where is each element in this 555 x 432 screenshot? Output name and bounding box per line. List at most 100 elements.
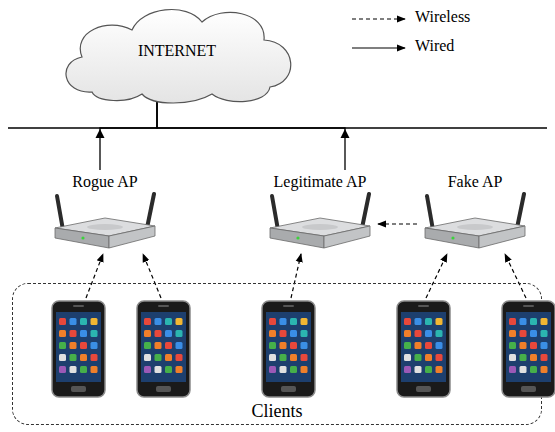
app-icon [509, 366, 516, 373]
phone-screen [141, 312, 186, 382]
app-icon [91, 354, 98, 361]
app-icon [155, 318, 162, 325]
connector [426, 254, 447, 298]
app-icon [91, 342, 98, 349]
app-icon [301, 342, 308, 349]
app-icon [530, 354, 537, 361]
app-icon [165, 330, 172, 337]
app-icon [520, 354, 527, 361]
internet-cloud: INTERNET [52, 2, 302, 106]
app-icon [144, 330, 151, 337]
app-icon [269, 318, 276, 325]
wireless-line [291, 254, 301, 298]
phone-body [262, 301, 315, 397]
app-icon [290, 318, 297, 325]
app-icon [530, 318, 537, 325]
app-icon [415, 330, 422, 337]
app-icon [509, 354, 516, 361]
app-icon [269, 330, 276, 337]
app-icon [176, 354, 183, 361]
app-icon [290, 330, 297, 337]
home-button [521, 386, 536, 392]
app-icon [520, 330, 527, 337]
app-icon [415, 354, 422, 361]
router-front [270, 228, 324, 248]
router-led [451, 236, 454, 239]
connector [505, 254, 526, 298]
app-icon [144, 318, 151, 325]
app-icon [176, 342, 183, 349]
app-icon [520, 342, 527, 349]
app-icon [70, 318, 77, 325]
app-icon [404, 354, 411, 361]
app-icon [425, 354, 432, 361]
app-icon [165, 354, 172, 361]
app-icon [301, 318, 308, 325]
node-label: Rogue AP [47, 172, 163, 192]
access-point: Rogue AP [47, 172, 163, 252]
app-icon [301, 354, 308, 361]
home-button [156, 386, 171, 392]
app-icon [415, 366, 422, 373]
router-icon [419, 192, 531, 252]
connector [143, 254, 161, 298]
app-icon [176, 366, 183, 373]
legend-wireless-sample [352, 18, 405, 19]
app-icon [425, 318, 432, 325]
phone-icon [501, 300, 555, 398]
speaker [418, 305, 429, 307]
client-group: Clients [12, 283, 542, 425]
app-icon [415, 318, 422, 325]
wireless-line [426, 254, 447, 298]
app-icon [436, 354, 443, 361]
app-icon [155, 354, 162, 361]
app-icon [176, 330, 183, 337]
wired-line [100, 100, 157, 170]
app-icon [404, 366, 411, 373]
phone-body [137, 301, 190, 397]
app-icon [59, 354, 66, 361]
phone-body [397, 301, 450, 397]
legend-label: Wireless [415, 8, 470, 26]
connector [378, 224, 417, 225]
app-icon [404, 330, 411, 337]
app-icon [80, 342, 87, 349]
phone-icon [136, 300, 191, 398]
app-icon [530, 342, 537, 349]
app-icon [144, 354, 151, 361]
wireless-line [505, 254, 526, 298]
speaker [158, 305, 169, 307]
app-icon [509, 330, 516, 337]
router-front [425, 228, 479, 248]
app-icon [541, 342, 548, 349]
app-icon [80, 366, 87, 373]
router-icon [264, 192, 376, 252]
app-icon [70, 366, 77, 373]
speaker [523, 305, 534, 307]
app-icon [70, 354, 77, 361]
app-icon [280, 342, 287, 349]
router-vent [457, 224, 493, 230]
app-icon [144, 342, 151, 349]
node-label: Clients [13, 401, 541, 422]
app-icon [80, 354, 87, 361]
phone-icon [261, 300, 316, 398]
antenna [427, 196, 433, 230]
app-icon [144, 366, 151, 373]
app-icon [425, 366, 432, 373]
app-icon [280, 354, 287, 361]
app-icon [541, 354, 548, 361]
app-icon [425, 342, 432, 349]
app-icon [91, 366, 98, 373]
speaker [73, 305, 84, 307]
app-icon [541, 366, 548, 373]
router-vent [302, 224, 338, 230]
app-icon [404, 318, 411, 325]
app-icon [165, 318, 172, 325]
app-icon [155, 330, 162, 337]
connector [157, 100, 350, 170]
wireless-line [143, 254, 161, 298]
arrow-head [341, 129, 350, 138]
access-point: Legitimate AP [262, 172, 378, 252]
